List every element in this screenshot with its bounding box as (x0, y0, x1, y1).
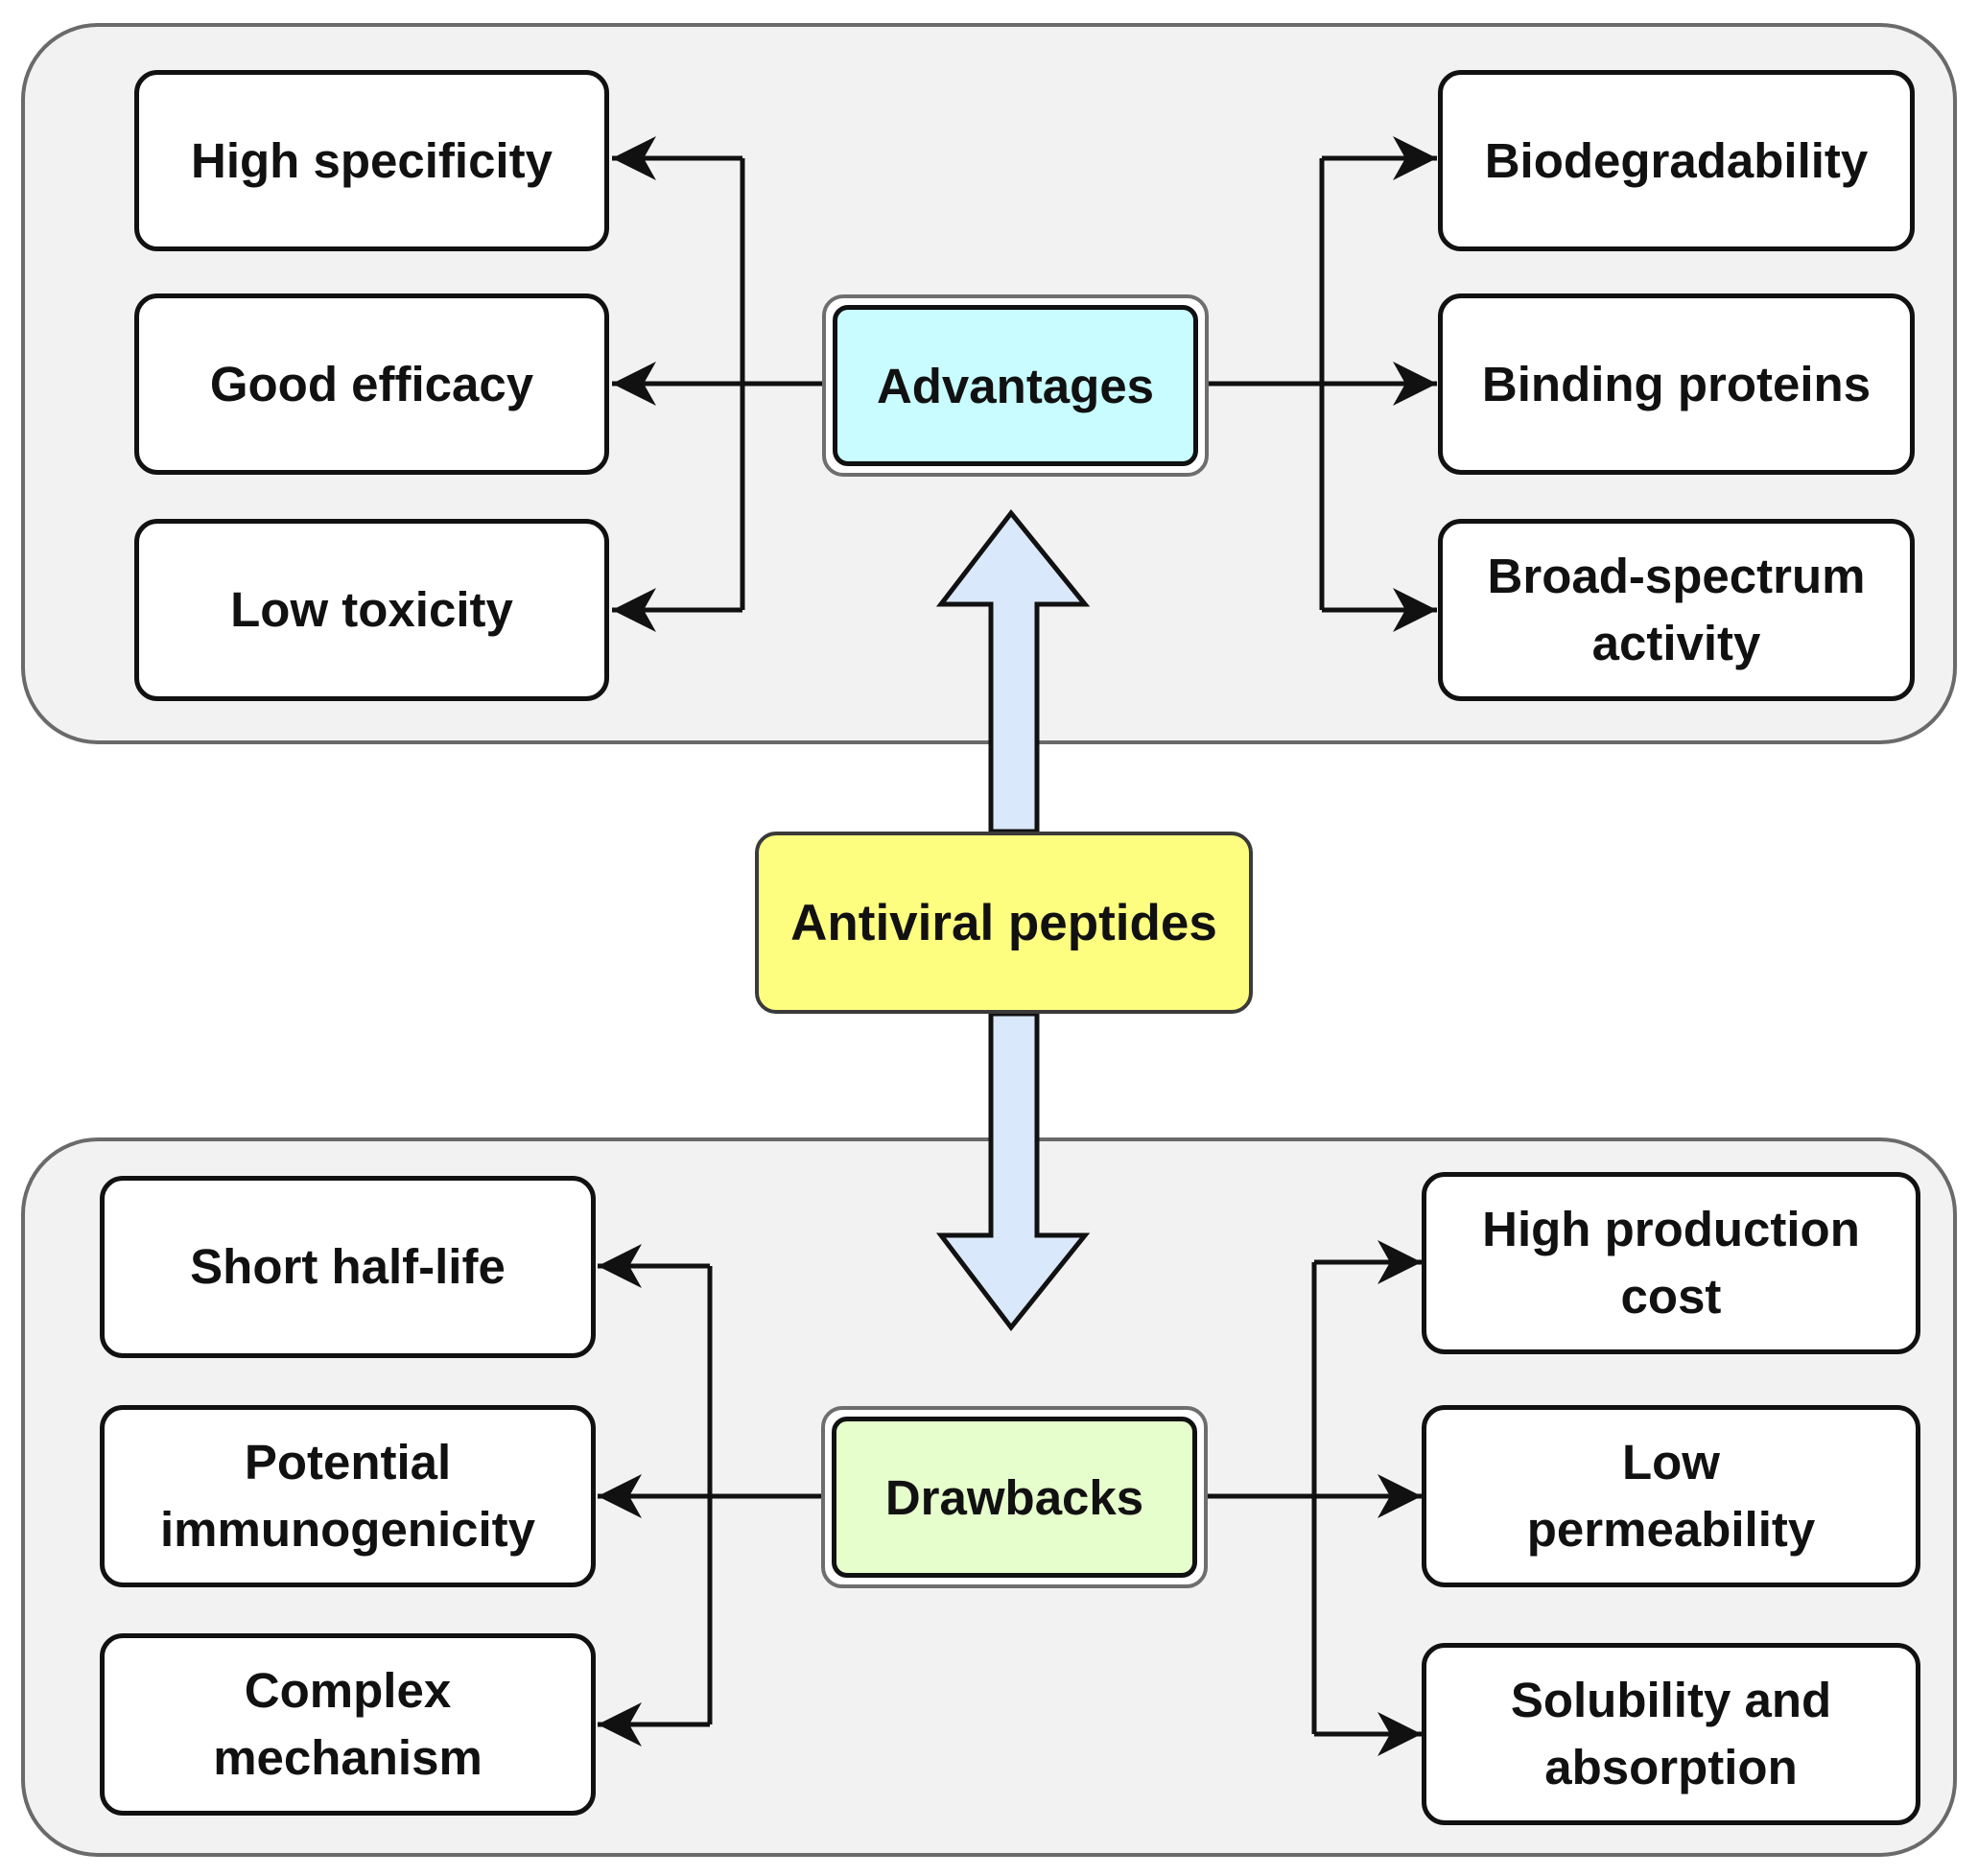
advantages-label: Advantages (876, 358, 1155, 413)
advantage-item-label: Low toxicity (230, 582, 513, 637)
advantage-item-label: Biodegradability (1484, 132, 1869, 188)
advantages-node: Advantages (822, 294, 1209, 477)
advantage-item-binding-proteins: Binding proteins (1438, 293, 1915, 475)
drawback-item-potential-immunogenicity: Potential immunogenicity (100, 1405, 596, 1587)
antiviral-peptides-node: Antiviral peptides (755, 832, 1253, 1014)
advantage-item-label: Broad-spectrum activity (1487, 549, 1866, 670)
double-arrow-up (935, 508, 1091, 834)
drawback-item-high-production-cost: High production cost (1422, 1172, 1920, 1354)
drawbacks-node: Drawbacks (821, 1406, 1208, 1588)
drawback-item-label: Potential immunogenicity (159, 1435, 536, 1557)
drawback-item-label: Solubility and absorption (1510, 1673, 1832, 1794)
advantage-item-label: Good efficacy (209, 356, 534, 411)
drawback-item-label: High production cost (1482, 1202, 1860, 1324)
drawback-item-complex-mechanism: Complex mechanism (100, 1633, 596, 1816)
advantages-node-inner: Advantages (833, 305, 1198, 466)
drawback-item-label: Complex mechanism (213, 1663, 483, 1785)
advantage-item-broad-spectrum: Broad-spectrum activity (1438, 519, 1915, 701)
drawback-item-short-half-life: Short half-life (100, 1176, 596, 1358)
advantage-item-label: High specificity (191, 132, 553, 188)
advantage-item-biodegradability: Biodegradability (1438, 70, 1915, 251)
advantage-item-label: Binding proteins (1481, 356, 1872, 411)
drawback-item-label: Short half-life (190, 1239, 506, 1294)
double-arrow-down (935, 1011, 1091, 1332)
drawbacks-node-inner: Drawbacks (832, 1417, 1197, 1578)
advantage-item-high-specificity: High specificity (134, 70, 609, 251)
advantage-item-low-toxicity: Low toxicity (134, 519, 609, 701)
advantage-item-good-efficacy: Good efficacy (134, 293, 609, 475)
antiviral-peptides-label: Antiviral peptides (790, 894, 1217, 951)
drawbacks-label: Drawbacks (884, 1469, 1144, 1525)
drawback-item-label: Low permeability (1526, 1435, 1816, 1557)
drawback-item-low-permeability: Low permeability (1422, 1405, 1920, 1587)
drawback-item-solubility-absorption: Solubility and absorption (1422, 1643, 1920, 1825)
